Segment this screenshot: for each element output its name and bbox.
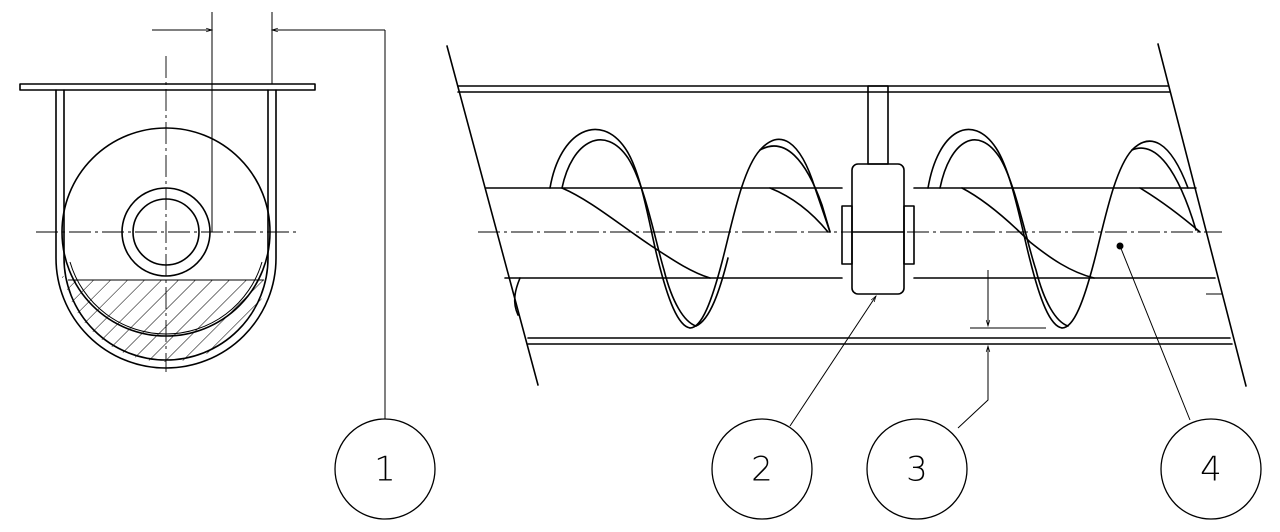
leader-2 — [789, 294, 877, 427]
callout-4[interactable]: 4 — [1160, 418, 1262, 520]
hanger-rod — [867, 85, 889, 165]
callout-3-label: 3 — [906, 450, 928, 490]
hanger-bearing — [851, 163, 905, 295]
callout-2-label: 2 — [751, 450, 773, 490]
leader-4 — [1119, 245, 1191, 421]
leader-3 — [957, 372, 989, 429]
screw-flight-left — [513, 128, 831, 329]
trough-flange — [19, 83, 316, 91]
callout-2[interactable]: 2 — [711, 418, 813, 520]
callout-4-label: 4 — [1200, 450, 1222, 490]
callout-3[interactable]: 3 — [866, 418, 968, 520]
cross-section-view — [19, 12, 386, 420]
callout-1[interactable]: 1 — [334, 418, 436, 520]
shaft-left — [485, 187, 843, 279]
break-line-right — [1157, 43, 1247, 387]
longitudinal-view — [446, 43, 1247, 429]
callout-1-label: 1 — [374, 450, 396, 490]
shaft-right — [913, 187, 1216, 279]
screw-flight-right — [927, 128, 1201, 329]
break-line-left — [446, 45, 539, 386]
